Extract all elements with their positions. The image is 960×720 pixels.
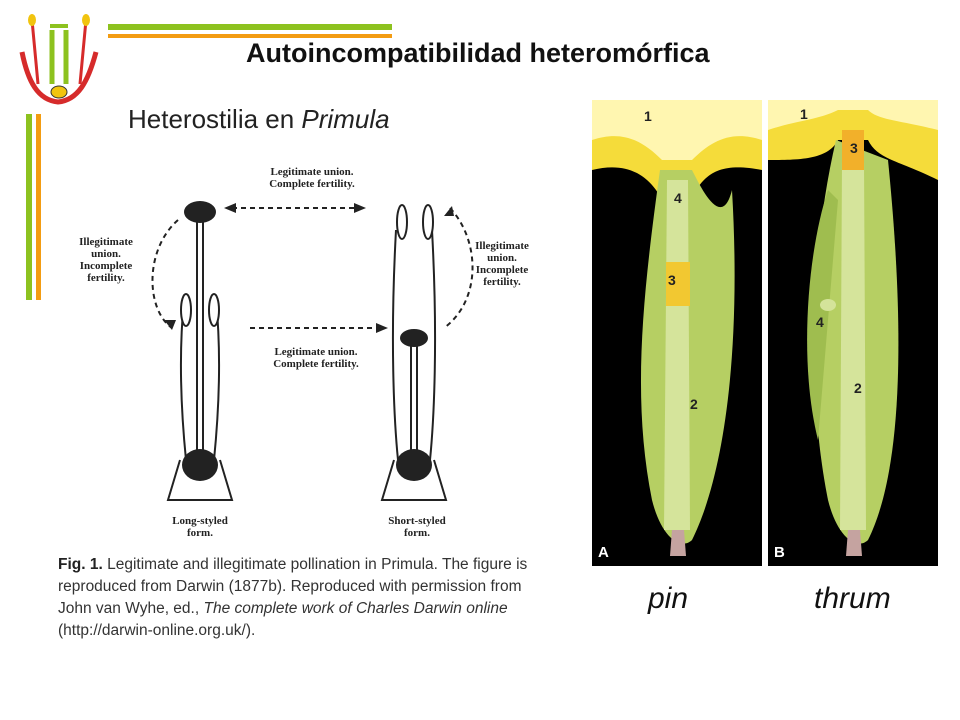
caption-text2: (http://darwin-online.org.uk/). xyxy=(58,622,256,639)
short-styled-form-label: Short-styled form. xyxy=(388,515,446,539)
page-title: Autoincompatibilidad heteromórfica xyxy=(246,38,710,68)
subtitle-prefix: Heterostilia en xyxy=(128,104,302,134)
thrum-photo-letter: B xyxy=(774,544,785,561)
diagram-left-label: Illegitimate union. Incomplete fertility… xyxy=(79,236,133,284)
pin-caption: pin xyxy=(648,582,689,615)
thrum-label-2: 2 xyxy=(854,380,862,396)
photo-thrum: 1 3 4 2 B xyxy=(768,100,938,566)
caption-fig-label: Fig. 1. xyxy=(58,556,103,573)
pin-label-3: 3 xyxy=(668,272,676,288)
diagram-top-label: Legitimate union. Complete fertility. xyxy=(269,166,355,190)
figure-caption: Fig. 1. Legitimate and illegitimate poll… xyxy=(58,554,548,642)
caption-italic: The complete work of Charles Darwin onli… xyxy=(203,600,508,617)
diagram-right-label: Illegitimate union. Incomplete fertility… xyxy=(475,240,529,288)
subtitle-genus: Primula xyxy=(301,104,390,134)
thrum-flower-illustration xyxy=(768,100,938,556)
side-bar-orange xyxy=(36,114,41,300)
pin-flower-illustration xyxy=(592,100,762,556)
pin-label-4: 4 xyxy=(674,190,682,206)
pin-label-2: 2 xyxy=(690,396,698,412)
diagram-middle-label: Legitimate union. Complete fertility. xyxy=(273,346,359,370)
long-styled-form-label: Long-styled form. xyxy=(172,515,228,539)
page-subtitle: Heterostilia en Primula xyxy=(128,104,390,135)
pin-label-1: 1 xyxy=(644,108,652,124)
thrum-label-3: 3 xyxy=(850,140,858,156)
darwin-diagram xyxy=(151,201,474,501)
thrum-caption: thrum xyxy=(814,582,891,615)
header-bar-green xyxy=(108,24,392,30)
photo-pin: 1 4 3 2 A xyxy=(592,100,762,566)
header-bar-orange xyxy=(108,34,392,38)
caption-text1: Legitimate and illegitimate pollination … xyxy=(58,556,528,617)
thrum-label-4: 4 xyxy=(816,314,824,330)
side-bar-green xyxy=(26,114,32,300)
thrum-label-1: 1 xyxy=(800,106,808,122)
pin-photo-letter: A xyxy=(598,544,609,561)
flower-logo-icon xyxy=(19,14,99,105)
